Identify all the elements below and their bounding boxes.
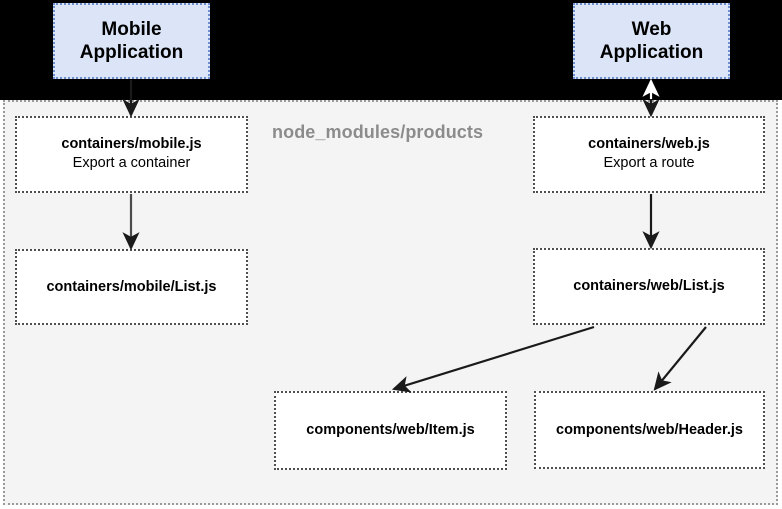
web-application-line1: Web (631, 18, 672, 40)
components-web-item-js-box[interactable]: components/web/Item.js (274, 391, 507, 470)
containers-web-js-title: containers/web.js (588, 136, 710, 153)
panel-title-label: node_modules/products (272, 122, 484, 142)
containers-mobile-list-js-title: containers/mobile/List.js (46, 278, 217, 295)
components-web-item-js-title: components/web/Item.js (306, 422, 475, 439)
containers-web-list-js-title: containers/web/List.js (573, 278, 725, 295)
components-web-header-js-title: components/web/Header.js (556, 421, 743, 438)
containers-web-js-subtitle: Export a route (603, 155, 695, 172)
mobile-application-box[interactable]: Mobile Application (53, 3, 210, 79)
mobile-application-line2: Application (79, 42, 184, 63)
mobile-application-line1: Mobile (101, 18, 162, 40)
containers-web-list-js-box[interactable]: containers/web/List.js (533, 248, 765, 325)
web-application-box[interactable]: Web Application (573, 3, 730, 79)
containers-web-js-box[interactable]: containers/web.js Export a route (533, 116, 765, 193)
containers-mobile-js-title: containers/mobile.js (61, 136, 202, 153)
containers-mobile-list-js-box[interactable]: containers/mobile/List.js (15, 249, 248, 325)
web-application-line2: Application (599, 42, 704, 63)
web-application-label: Web Application (600, 18, 703, 64)
containers-mobile-js-subtitle: Export a container (72, 155, 191, 172)
containers-mobile-js-box[interactable]: containers/mobile.js Export a container (15, 116, 248, 193)
mobile-application-label: Mobile Application (80, 18, 183, 64)
components-web-header-js-box[interactable]: components/web/Header.js (534, 391, 765, 469)
